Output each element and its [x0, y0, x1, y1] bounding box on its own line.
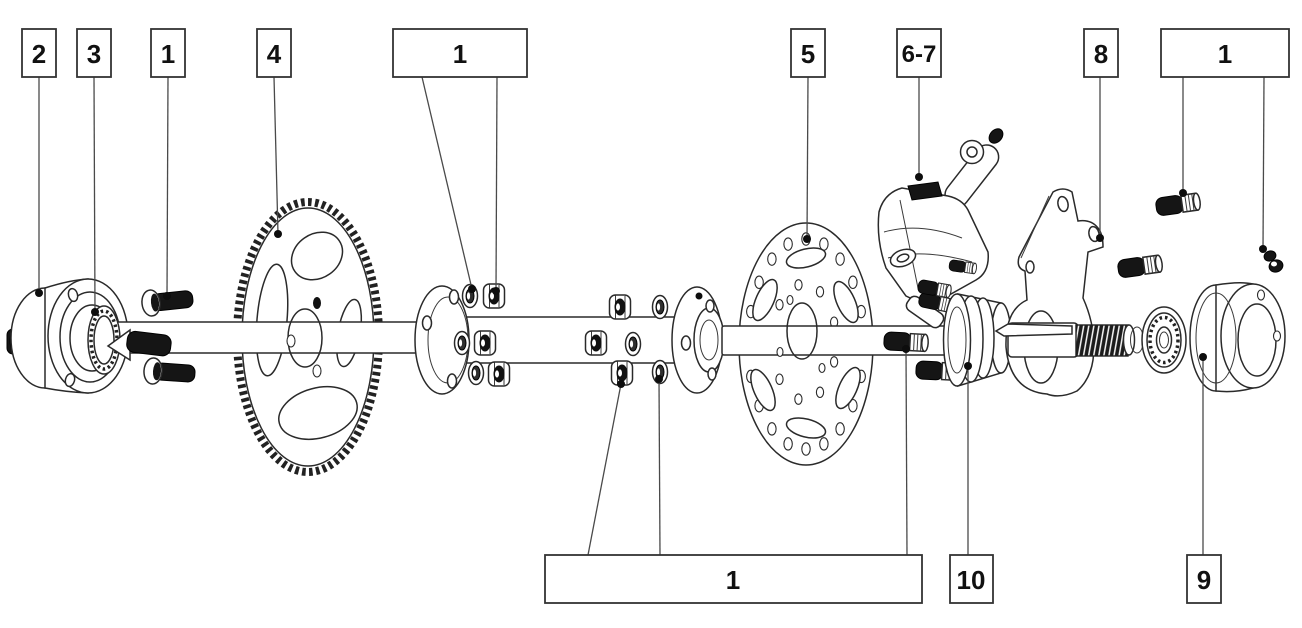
sprocket-bore [286, 297, 323, 378]
callout-label: 10 [957, 565, 986, 595]
axle-threaded-end [994, 322, 1136, 358]
axle-flange-right [671, 286, 725, 394]
callout-wheel-hub: 9 [1186, 554, 1222, 604]
callout-label: 1 [453, 39, 467, 69]
callout-label: 6-7 [902, 41, 937, 68]
callout-label: 8 [1094, 39, 1108, 69]
leader-lines [35, 76, 1267, 556]
callout-caliper-bracket: 8 [1083, 28, 1119, 78]
callout-disc-spacer: 10 [949, 554, 994, 604]
callout-flange-hardware-top: 1 [392, 28, 528, 78]
callout-label: 9 [1197, 565, 1211, 595]
axle-bolts-left [106, 284, 197, 388]
callout-label: 3 [87, 39, 101, 69]
callout-brake-caliper: 6-7 [896, 28, 942, 78]
bearing-collar [87, 305, 121, 375]
callout-label: 1 [726, 565, 740, 595]
callout-label: 1 [161, 39, 175, 69]
callout-label: 1 [1218, 39, 1232, 69]
socket-bolts-right [1116, 191, 1284, 280]
caliper-bracket [1005, 188, 1104, 397]
wheel-hub [1189, 281, 1286, 393]
brake-disc-bore [776, 294, 826, 374]
callout-axle-hardware-bottom: 1 [544, 554, 923, 604]
axle-flange-left [414, 285, 470, 395]
disc-spacer [942, 293, 1012, 388]
callout-axle-bolts-left: 1 [150, 28, 186, 78]
callout-label: 4 [267, 39, 282, 69]
callout-label: 5 [801, 39, 815, 69]
callout-sprocket: 4 [256, 28, 292, 78]
callout-socket-bolts-right: 1 [1160, 28, 1290, 78]
callout-label: 2 [32, 39, 46, 69]
brake-caliper [877, 128, 1004, 329]
callout-bearing-collar: 3 [76, 28, 112, 78]
callout-brake-disc: 5 [790, 28, 826, 78]
callout-freewheel-hub: 2 [21, 28, 57, 78]
wheel-bearing [1130, 306, 1187, 374]
callouts: 2 3 1 4 1 5 6-7 8 [21, 28, 1290, 604]
